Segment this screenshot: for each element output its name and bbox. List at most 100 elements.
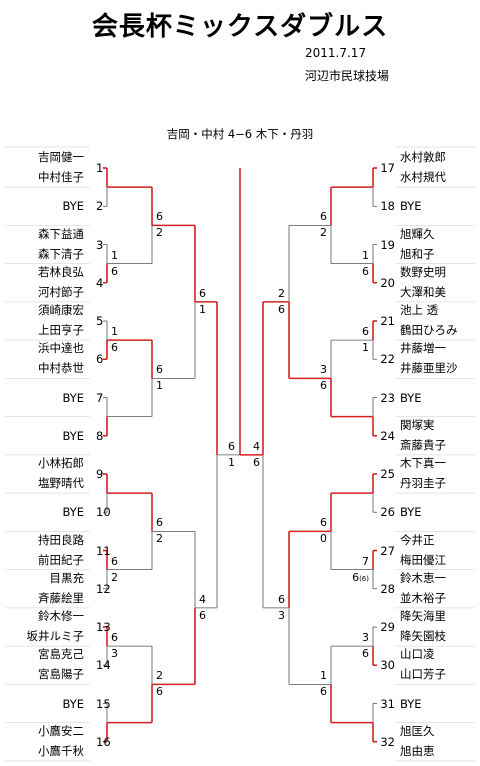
right-match-score: 6: [362, 264, 369, 278]
left-bye-label: BYE: [62, 428, 84, 443]
left-seed-number: 3: [96, 237, 104, 252]
left-match-score: 6: [156, 210, 163, 224]
right-seed-number: 29: [380, 620, 395, 634]
tiebreak-score: (6): [359, 574, 369, 583]
left-player-name: 中村佳子: [38, 170, 84, 184]
right-player-name: 関塚実: [400, 417, 435, 432]
left-seed-number: 6: [96, 352, 104, 367]
right-player-name: 降矢園枝: [400, 629, 446, 643]
event-venue: 河辺市民球技場: [305, 69, 390, 83]
left-match-score: 6: [156, 363, 163, 377]
right-player-name: 山口凌: [400, 647, 435, 662]
event-date: 2011.7.17: [305, 46, 367, 60]
left-player-name: 浜中達也: [38, 341, 84, 356]
final-score: 4: [253, 439, 260, 453]
left-match-score: 6: [156, 516, 163, 530]
left-player-name: 小鷹安二: [38, 723, 84, 738]
left-match-score: 4: [199, 592, 206, 606]
left-player-name: 前田紀子: [38, 552, 84, 567]
page-title: 会長杯ミックスダブルス: [91, 12, 389, 42]
right-match-score: 6: [320, 685, 327, 699]
left-seed-number: 7: [96, 390, 104, 405]
right-player-name: 木下真一: [400, 456, 446, 470]
left-match-score: 1: [111, 325, 118, 339]
right-seed-number: 25: [380, 467, 395, 481]
left-seed-number: 12: [96, 581, 111, 596]
final-score: 1: [228, 455, 235, 469]
right-player-name: 水村敦郎: [400, 150, 446, 164]
right-match-score: 7: [362, 554, 369, 568]
left-match-score: 6: [111, 264, 118, 278]
right-match-score: 6(6): [352, 570, 369, 584]
right-player-name: 梅田優江: [400, 552, 446, 567]
right-player-name: 旭由恵: [400, 743, 435, 758]
left-match-score: 1: [199, 302, 206, 316]
left-player-name: 吉岡健一: [38, 150, 84, 164]
right-seed-number: 32: [380, 734, 395, 749]
right-player-name: 斎藤貴子: [400, 437, 446, 452]
left-player-name: 小林拓郎: [38, 456, 84, 470]
left-match-score: 3: [111, 647, 118, 661]
left-player-name: 塩野晴代: [38, 476, 84, 490]
right-seed-number: 26: [380, 505, 395, 520]
left-player-name: 須崎康宏: [38, 303, 84, 317]
left-player-name: 中村恭世: [38, 361, 84, 376]
left-match-score: 6: [111, 631, 118, 645]
right-player-name: 井藤増一: [400, 341, 446, 356]
right-match-score: 6: [320, 210, 327, 224]
right-player-name: 井藤亜里沙: [400, 361, 458, 376]
final-result: 吉岡・中村 4−6 木下・丹羽: [166, 127, 314, 141]
right-match-score: 6: [362, 647, 369, 661]
right-match-score: 3: [362, 631, 369, 645]
left-seed-number: 13: [96, 620, 111, 634]
left-player-name: 若林良弘: [38, 264, 84, 279]
right-match-score: 1: [362, 248, 369, 262]
right-player-name: 旭和子: [400, 246, 435, 261]
right-seed-number: 18: [380, 199, 395, 214]
right-seed-number: 19: [380, 237, 395, 252]
right-player-name: 池上 透: [400, 303, 439, 317]
right-seed-number: 27: [380, 543, 395, 558]
left-bye-label: BYE: [62, 390, 84, 405]
right-player-name: 今井正: [400, 532, 435, 547]
right-seed-number: 23: [380, 390, 395, 405]
left-player-name: 森下清子: [38, 246, 84, 261]
left-seed-number: 5: [96, 314, 104, 328]
right-match-score: 6: [320, 516, 327, 530]
right-bye-label: BYE: [400, 199, 422, 214]
left-player-name: 斉藤絵里: [38, 590, 84, 605]
right-player-name: 鈴木恵一: [400, 570, 446, 585]
right-seed-number: 17: [380, 161, 395, 175]
right-player-name: 並木裕子: [400, 590, 446, 605]
right-seed-number: 28: [380, 581, 395, 596]
right-match-score: 1: [320, 669, 327, 683]
right-seed-number: 21: [380, 314, 395, 328]
left-match-score: 6: [111, 341, 118, 355]
left-seed-number: 9: [96, 467, 104, 481]
left-seed-number: 1: [96, 161, 104, 175]
right-player-name: 水村規代: [400, 170, 446, 184]
left-match-score: 1: [156, 379, 163, 393]
left-player-name: 河村節子: [38, 284, 84, 299]
right-bye-label: BYE: [400, 390, 422, 405]
left-seed-number: 14: [96, 658, 111, 673]
left-bye-label: BYE: [62, 505, 84, 520]
right-player-name: 数野史明: [400, 264, 446, 279]
right-match-score: 3: [320, 363, 327, 377]
left-player-name: 坂井ルミ子: [26, 629, 85, 643]
right-match-score: 6: [362, 325, 369, 339]
right-seed-number: 31: [380, 696, 395, 711]
left-player-name: 小鷹千秋: [38, 743, 84, 758]
right-seed-number: 20: [380, 275, 395, 290]
left-seed-number: 2: [96, 199, 104, 214]
left-match-score: 6: [199, 608, 206, 622]
left-player-name: 上田亨子: [38, 323, 84, 337]
left-seed-number: 8: [96, 428, 104, 443]
right-bye-label: BYE: [400, 696, 422, 711]
right-match-score: 6: [278, 592, 285, 606]
right-match-score: 3: [278, 608, 285, 622]
left-match-score: 6: [199, 286, 206, 300]
left-match-score: 6: [111, 554, 118, 568]
left-match-score: 2: [156, 226, 163, 240]
